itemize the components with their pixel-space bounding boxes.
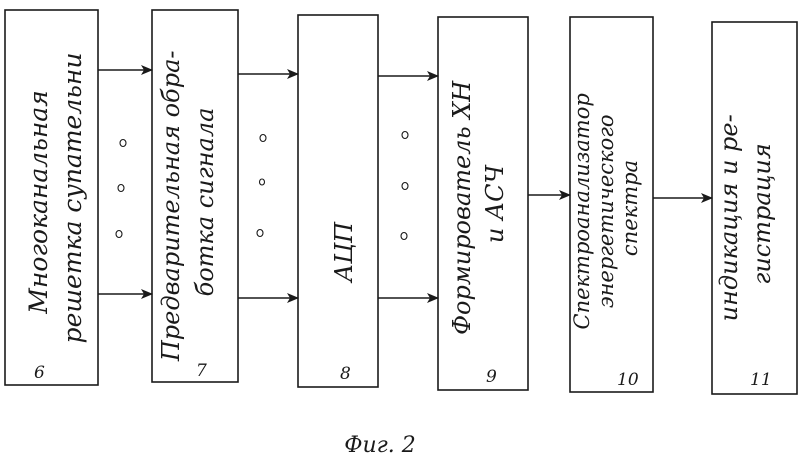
block-10-line-3: спектра	[618, 160, 642, 256]
block-7-line-1: Предварительная обра-	[157, 51, 185, 363]
block-10-spectrum-analyzer: Спектроанализатор энергетического спектр…	[570, 17, 653, 392]
block-7-line-2: ботка сигнала	[191, 108, 219, 297]
channel-ellipsis-7-8	[257, 135, 266, 237]
block-11-display-recording: индикация и ре- гистрация 11	[712, 22, 797, 394]
block-7-number: 7	[196, 361, 207, 381]
block-9-beamformer: Формирователь ХН и АСЧ 9	[438, 17, 528, 390]
block-6-number: 6	[34, 363, 45, 383]
block-9-line-2: и АСЧ	[481, 163, 509, 243]
block-9-number: 9	[486, 367, 497, 387]
block-11-number: 11	[750, 370, 772, 390]
block-6-multichannel-array: Многоканальная решетка супательни 6	[5, 10, 98, 385]
channel-ellipsis-8-9	[401, 132, 408, 240]
block-10-line-1: Спектроанализатор	[570, 93, 594, 329]
block-9-line-1: Формирователь ХН	[448, 80, 476, 335]
block-7-preprocessing: Предварительная обра- ботка сигнала 7	[152, 10, 238, 382]
block-8-number: 8	[340, 364, 351, 384]
block-11-line-1: индикация и ре-	[715, 114, 743, 321]
block-6-line-1: Многоканальная	[24, 90, 53, 314]
channel-ellipsis-6-7	[116, 140, 126, 238]
block-8-line-1: АЦП	[330, 221, 358, 284]
block-10-line-2: энергетического	[594, 115, 618, 309]
block-11-line-2: гистрация	[748, 143, 776, 285]
figure-caption: Фиг. 2	[344, 433, 416, 458]
block-6-line-2: решетка супательни	[58, 53, 87, 344]
block-10-number: 10	[617, 370, 639, 390]
block-8-adc: АЦП 8	[298, 15, 378, 387]
block-8-label: АЦП	[330, 221, 358, 284]
